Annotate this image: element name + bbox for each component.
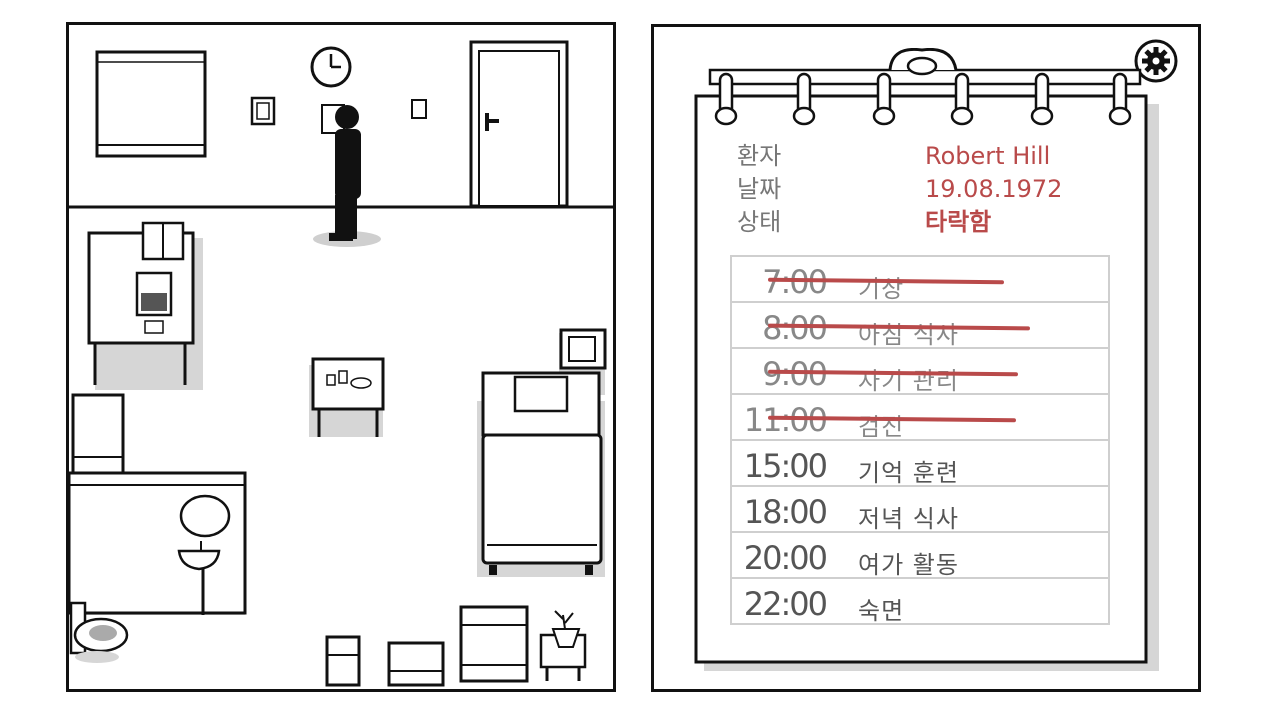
window [95, 50, 207, 158]
label-status: 상태 [737, 208, 782, 236]
character-silhouette[interactable] [313, 105, 381, 247]
schedule-task: 아침 식사 [858, 321, 959, 349]
room-view[interactable] [66, 22, 616, 692]
schedule-time: 20:00 [743, 539, 828, 577]
schedule-task: 저녁 식사 [858, 505, 959, 533]
label-date: 날짜 [737, 175, 782, 203]
schedule-row[interactable]: 7:00기상 [732, 257, 1108, 303]
schedule-task: 검진 [858, 413, 905, 441]
schedule-row[interactable]: 18:00 저녁 식사 [732, 487, 1108, 533]
wardrobe[interactable] [71, 393, 125, 477]
bed[interactable] [477, 328, 607, 577]
gear-icon[interactable] [1133, 38, 1179, 84]
light-switch[interactable] [411, 99, 427, 119]
side-table[interactable] [309, 357, 385, 437]
clock-icon[interactable] [310, 46, 352, 88]
door[interactable] [469, 40, 569, 208]
mirror[interactable] [179, 494, 231, 538]
label-patient: 환자 [737, 142, 782, 170]
patient-info-values: Robert Hill 19.08.1972 타락함 [925, 140, 1062, 239]
dresser[interactable] [459, 605, 529, 683]
bathroom [69, 471, 247, 615]
schedule-task: 여가 활동 [858, 551, 959, 579]
patient-birthdate: 19.08.1972 [925, 175, 1063, 203]
schedule-time: 22:00 [743, 585, 828, 623]
patient-info-labels: 환자 날짜 상태 [737, 140, 781, 239]
schedule-row[interactable]: 22:00 숙면 [732, 579, 1108, 625]
toilet[interactable] [69, 601, 129, 663]
schedule-task: 기억 훈련 [858, 459, 959, 487]
schedule-time: 18:00 [743, 493, 828, 531]
schedule-task: 기상 [858, 275, 905, 303]
schedule-row[interactable]: 20:00 여가 활동 [732, 533, 1108, 579]
storage-box[interactable] [387, 641, 445, 687]
schedule-task: 숙면 [858, 597, 905, 625]
sink[interactable] [177, 541, 221, 615]
potted-plant[interactable] [539, 610, 587, 681]
small-cabinet[interactable] [325, 635, 361, 687]
room-scene [69, 40, 613, 687]
binder-rings [718, 72, 1128, 120]
clipboard [694, 48, 1159, 671]
schedule-time: 15:00 [743, 447, 828, 485]
schedule-task: 자기 관리 [858, 367, 959, 395]
patient-name: Robert Hill [925, 142, 1051, 170]
schedule-row[interactable]: 15:00 기억 훈련 [732, 441, 1108, 487]
patient-status: 타락함 [925, 208, 992, 236]
desk[interactable] [87, 221, 203, 390]
